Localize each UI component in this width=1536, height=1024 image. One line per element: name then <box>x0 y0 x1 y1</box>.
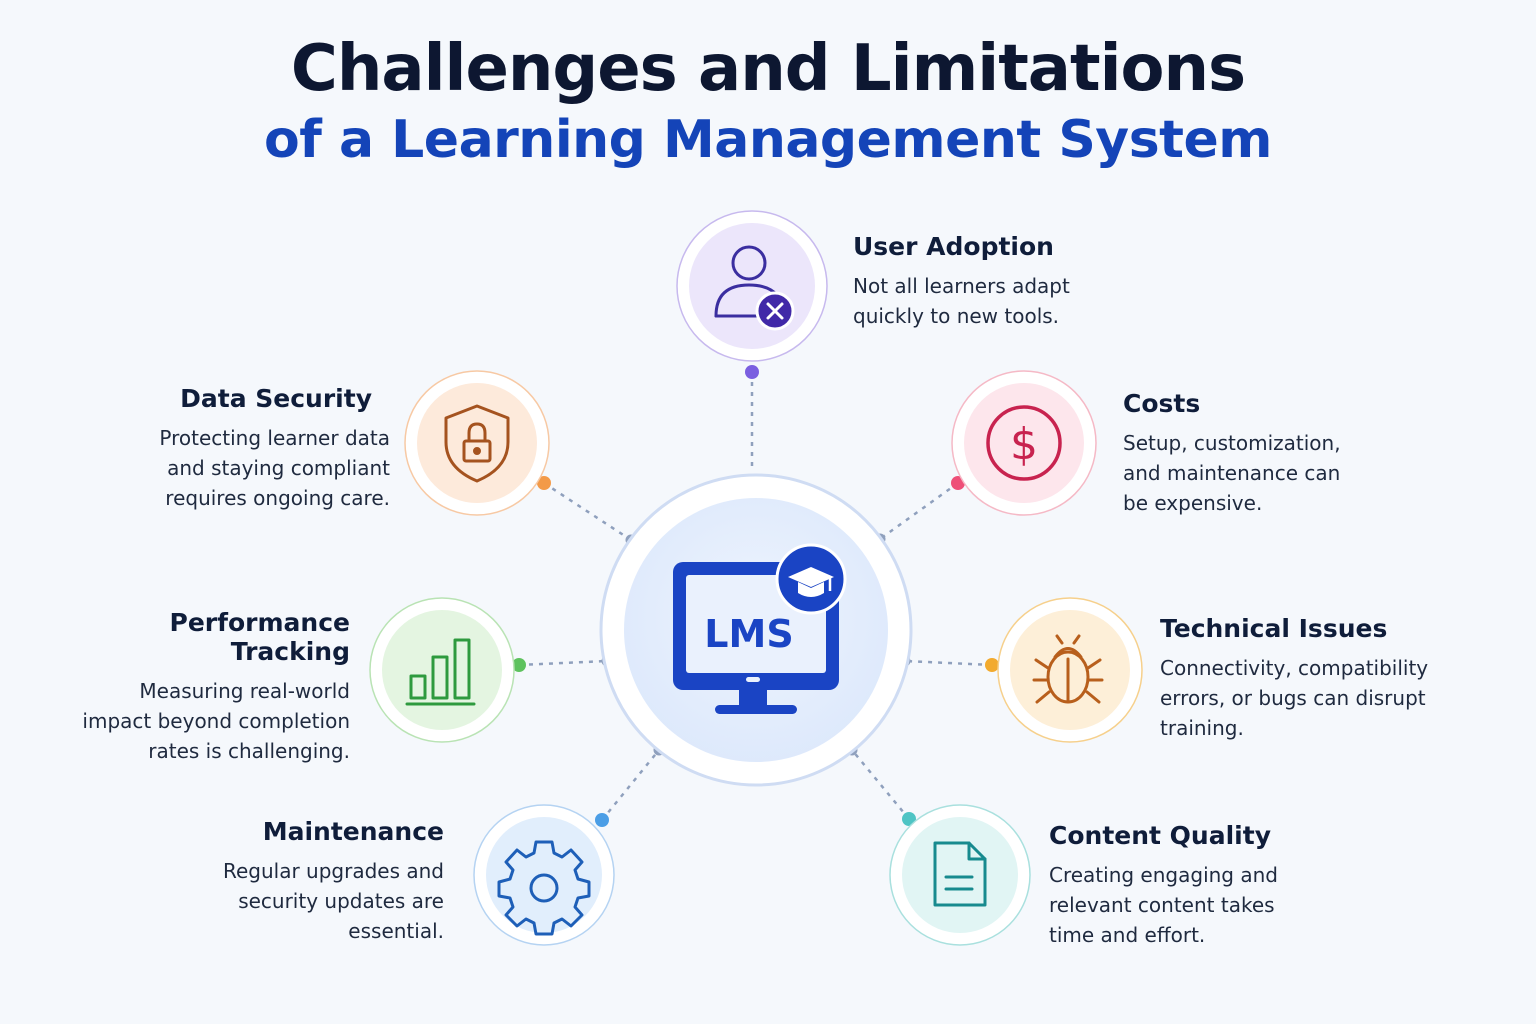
challenge-content-quality: Content Quality Creating engaging and re… <box>1049 821 1309 950</box>
node-data-security <box>404 370 550 516</box>
connector-technical-issues <box>899 655 999 672</box>
challenge-user-adoption: User Adoption Not all learners adapt qui… <box>853 232 1173 331</box>
dollar-icon: $ <box>986 405 1062 481</box>
page-title: Challenges and Limitations <box>290 32 1246 106</box>
challenge-description: Not all learners adapt quickly to new to… <box>853 274 1070 328</box>
bar-chart-icon <box>405 638 476 706</box>
connector-costs <box>874 476 965 545</box>
challenge-title: Technical Issues <box>1160 614 1388 643</box>
challenge-description: Connectivity, compatibility errors, or b… <box>1160 656 1429 740</box>
challenge-title: Data Security <box>180 384 372 413</box>
challenge-costs: Costs Setup, customization, and maintena… <box>1123 389 1383 518</box>
challenge-title: Costs <box>1123 389 1201 418</box>
lms-label: LMS <box>704 612 793 656</box>
challenge-description: Setup, customization, and maintenance ca… <box>1123 431 1341 515</box>
node-content-quality <box>889 804 1031 946</box>
bug-icon <box>1032 634 1104 704</box>
connector-user-adoption <box>745 365 759 470</box>
node-costs: $ <box>951 370 1097 516</box>
node-technical-issues <box>997 597 1143 743</box>
connector-performance-tracking <box>512 655 613 672</box>
node-maintenance <box>473 804 615 946</box>
challenge-description: Regular upgrades and security updates ar… <box>222 859 444 943</box>
challenge-description: Protecting learner data and staying comp… <box>159 426 390 510</box>
shield-lock-icon <box>444 404 510 483</box>
graduation-cap-icon <box>775 543 847 615</box>
connector-maintenance <box>595 744 665 827</box>
challenge-description: Measuring real-world impact beyond compl… <box>82 679 350 763</box>
challenge-title: Maintenance <box>262 817 444 846</box>
challenge-nodes: $ <box>369 210 1143 946</box>
user-x-icon <box>714 245 779 318</box>
challenge-description: Creating engaging and relevant content t… <box>1049 863 1278 947</box>
challenge-maintenance: Maintenance Regular upgrades and securit… <box>194 817 444 946</box>
node-user-adoption <box>676 210 828 362</box>
gear-icon <box>497 840 591 936</box>
connector-content-quality <box>846 744 916 826</box>
node-performance-tracking <box>369 597 515 743</box>
svg-text:$: $ <box>1010 419 1038 470</box>
challenge-technical-issues: Technical Issues Connectivity, compatibi… <box>1160 614 1440 743</box>
challenge-title: User Adoption <box>853 232 1054 261</box>
challenge-title: Performance Tracking <box>169 608 350 666</box>
challenge-data-security: Data Security Protecting learner data an… <box>100 384 390 513</box>
lms-hub: LMS <box>599 473 913 787</box>
document-icon <box>933 841 987 907</box>
connector-data-security <box>537 476 637 546</box>
challenge-performance-tracking: Performance Tracking Measuring real-worl… <box>50 608 350 766</box>
page-subtitle: of a Learning Management System <box>264 110 1272 170</box>
challenge-title: Content Quality <box>1049 821 1271 850</box>
